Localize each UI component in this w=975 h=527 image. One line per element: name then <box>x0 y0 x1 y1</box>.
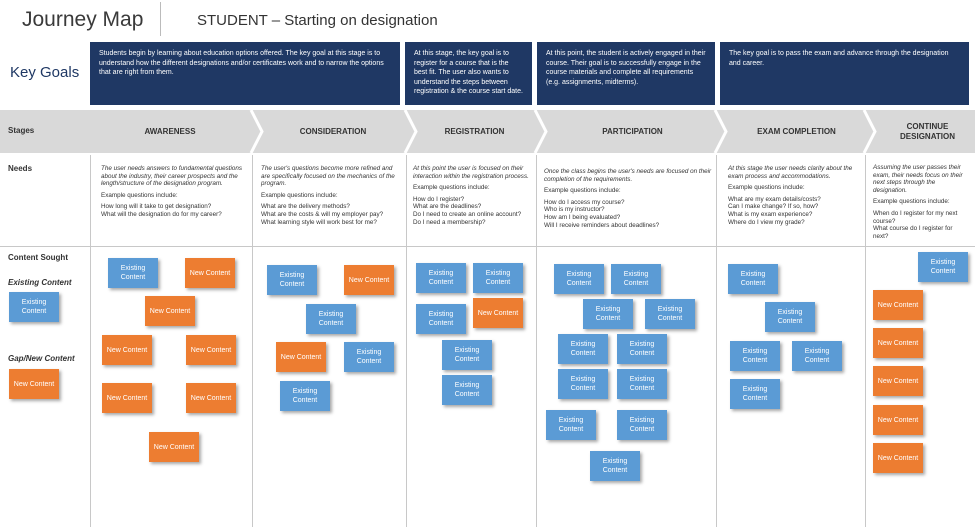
title-divider <box>160 2 161 36</box>
stages-row-label: Stages <box>8 126 35 135</box>
needs-description: At this point the user is focused on the… <box>413 165 529 180</box>
needs-description: Once the class begins the user's needs a… <box>544 168 712 183</box>
content-card-existing: Existing Content <box>617 334 667 364</box>
column-divider <box>536 155 537 527</box>
content-card-existing: Existing Content <box>306 304 356 334</box>
goal-registration: At this stage, the key goal is to regist… <box>405 42 532 105</box>
needs-description: The user needs answers to fundamental qu… <box>101 165 243 188</box>
column-divider <box>90 155 91 527</box>
content-card-existing: Existing Content <box>730 341 780 371</box>
content-card-new: New Content <box>102 383 152 413</box>
content-card-new: New Content <box>873 366 923 396</box>
stage-awareness: AWARENESS <box>144 126 196 136</box>
row-divider <box>0 246 975 247</box>
content-card-existing: Existing Content <box>442 340 492 370</box>
stage-participation: PARTICIPATION <box>602 126 663 136</box>
content-card-new: New Content <box>873 290 923 320</box>
needs-questions: How long will it take to get designation… <box>101 203 222 218</box>
content-card-new: New Content <box>186 335 236 365</box>
content-card-existing: Existing Content <box>617 369 667 399</box>
needs-questions: What are the delivery methods? What are … <box>261 203 384 226</box>
content-card-existing: Existing Content <box>765 302 815 332</box>
content-card-new: New Content <box>145 296 195 326</box>
needs-example-label: Example questions include: <box>544 187 621 195</box>
content-card-existing: Existing Content <box>108 258 158 288</box>
content-card-new: New Content <box>873 405 923 435</box>
content-card-new: New Content <box>344 265 394 295</box>
needs-questions: What are my exam details/costs? Can I ma… <box>728 195 821 226</box>
column-divider <box>252 155 253 527</box>
needs-registration: At this point the user is focused on the… <box>413 165 533 230</box>
content-card-new: New Content <box>873 328 923 358</box>
column-divider <box>716 155 717 527</box>
content-card-new: New Content <box>186 383 236 413</box>
stage-registration: REGISTRATION <box>444 126 505 136</box>
needs-consideration: The user's questions become more refined… <box>261 165 401 230</box>
goal-participation: At this point, the student is actively e… <box>537 42 715 105</box>
content-card-existing: Existing Content <box>473 263 523 293</box>
content-card-new: New Content <box>102 335 152 365</box>
content-card-existing: Existing Content <box>554 264 604 294</box>
content-card-existing: Existing Content <box>442 375 492 405</box>
content-card-existing: Existing Content <box>546 410 596 440</box>
needs-example-label: Example questions include: <box>873 198 950 206</box>
content-card-existing: Existing Content <box>590 451 640 481</box>
needs-description: The user's questions become more refined… <box>261 165 395 188</box>
content-card-existing: Existing Content <box>730 379 780 409</box>
needs-exam-completion: At this stage the user needs clarity abo… <box>728 165 863 230</box>
content-card-existing: Existing Content <box>617 410 667 440</box>
stage-consideration: CONSIDERATION <box>299 126 367 136</box>
content-card-existing: Existing Content <box>611 264 661 294</box>
needs-example-label: Example questions include: <box>101 191 178 199</box>
stage-chevron-band <box>0 110 975 153</box>
existing-content-legend-label: Existing Content <box>8 278 72 287</box>
content-card-existing: Existing Content <box>558 334 608 364</box>
content-card-existing: Existing Content <box>645 299 695 329</box>
needs-row-label: Needs <box>8 164 33 173</box>
content-card-new: New Content <box>873 443 923 473</box>
needs-example-label: Example questions include: <box>413 184 490 192</box>
column-divider <box>406 155 407 527</box>
content-card-new: New Content <box>185 258 235 288</box>
stage-exam-completion: EXAM COMPLETION <box>757 126 836 136</box>
content-card-existing: Existing Content <box>267 265 317 295</box>
content-card-existing: Existing Content <box>416 263 466 293</box>
goal-exam-continue: The key goal is to pass the exam and adv… <box>720 42 969 105</box>
content-card-existing: Existing Content <box>792 341 842 371</box>
content-card-existing: Existing Content <box>583 299 633 329</box>
existing-content-legend-card: Existing Content <box>9 292 59 322</box>
needs-continue-designation: Assuming the user passes their exam, the… <box>873 164 969 244</box>
page-title: Journey Map <box>22 8 144 31</box>
content-card-existing: Existing Content <box>918 252 968 282</box>
content-card-new: New Content <box>473 298 523 328</box>
needs-awareness: The user needs answers to fundamental qu… <box>101 165 249 223</box>
needs-participation: Once the class begins the user's needs a… <box>544 168 712 233</box>
content-card-existing: Existing Content <box>344 342 394 372</box>
new-content-legend-card: New Content <box>9 369 59 399</box>
new-content-legend-label: Gap/New Content <box>8 354 75 363</box>
content-card-new: New Content <box>149 432 199 462</box>
content-card-existing: Existing Content <box>558 369 608 399</box>
needs-questions: When do I register for my next course? W… <box>873 209 958 240</box>
needs-questions: How do I access my course? Who is my ins… <box>544 198 660 229</box>
content-card-new: New Content <box>276 342 326 372</box>
key-goals-label: Key Goals <box>10 64 80 81</box>
needs-description: At this stage the user needs clarity abo… <box>728 165 853 180</box>
needs-description: Assuming the user passes their exam, the… <box>873 164 963 194</box>
page-subtitle: STUDENT – Starting on designation <box>197 12 438 29</box>
needs-example-label: Example questions include: <box>261 191 338 199</box>
content-sought-label: Content Sought <box>8 253 68 262</box>
content-card-existing: Existing Content <box>280 381 330 411</box>
content-card-existing: Existing Content <box>728 264 778 294</box>
needs-questions: How do I register? What are the deadline… <box>413 195 522 226</box>
stage-continue-designation: CONTINUE DESIGNATION <box>900 121 955 141</box>
column-divider <box>865 155 866 527</box>
needs-example-label: Example questions include: <box>728 184 805 192</box>
goal-awareness-consideration: Students begin by learning about educati… <box>90 42 400 105</box>
content-card-existing: Existing Content <box>416 304 466 334</box>
